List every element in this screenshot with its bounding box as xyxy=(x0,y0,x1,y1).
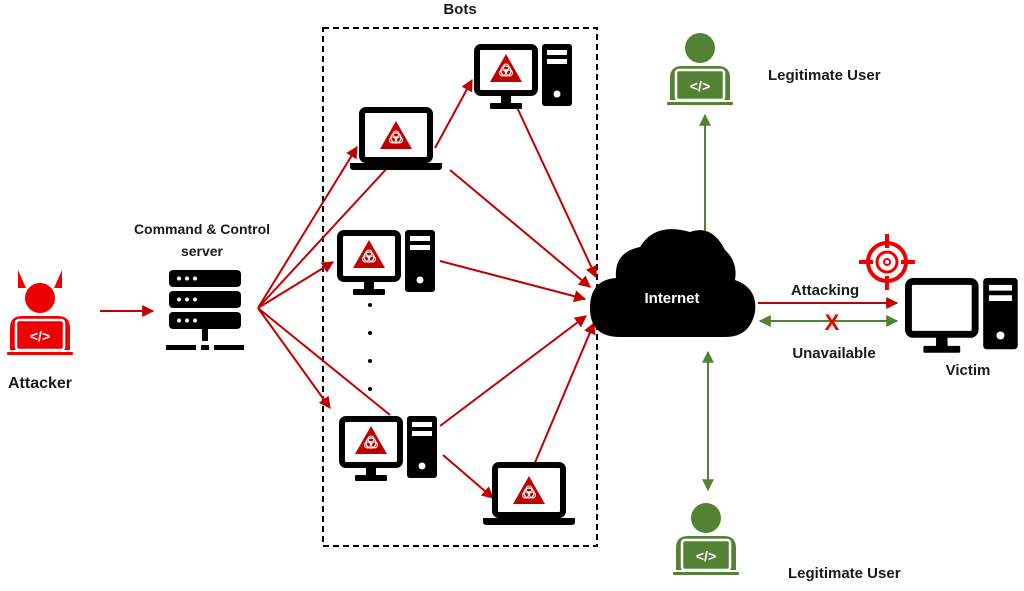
target-icon xyxy=(859,234,915,290)
blocked-x-icon: X xyxy=(825,310,840,335)
bot4-to-internet xyxy=(439,315,587,427)
bots-label: Bots xyxy=(443,1,476,18)
bot3-to-internet xyxy=(439,260,587,303)
attacking-label: Attacking xyxy=(791,282,859,299)
cnc-to-bot-desktop-mid xyxy=(257,261,335,309)
cnc-to-bot-desktop-low xyxy=(257,307,331,409)
attacker-label: Attacker xyxy=(8,375,72,392)
desktop-to-laptop-bottom xyxy=(442,454,494,499)
unavailable-label: Unavailable xyxy=(792,345,875,362)
more-bots-ellipsis xyxy=(368,303,372,391)
cnc-line-b xyxy=(257,307,391,416)
bot-desktop-1 xyxy=(477,44,572,109)
bot5-to-internet xyxy=(533,321,596,466)
legit-user-top-label: Legitimate User xyxy=(768,67,881,84)
cnc-label-line2: server xyxy=(181,243,224,259)
bot-laptop-1 xyxy=(350,110,442,170)
legit-links xyxy=(699,113,899,492)
cnc-label-line1: Command & Control xyxy=(134,221,270,237)
attack-links xyxy=(100,78,899,499)
bot-desktop-2 xyxy=(340,230,435,295)
bot1-to-internet xyxy=(514,102,597,279)
internet-label: Internet xyxy=(644,290,699,307)
bot2-to-internet xyxy=(449,169,591,288)
cloud-icon xyxy=(590,229,756,337)
hacker-devil-icon xyxy=(5,270,75,357)
victim-label: Victim xyxy=(946,362,991,379)
server-rack-icon xyxy=(166,270,244,350)
laptop-to-desktop-top xyxy=(434,78,473,149)
cnc-line-a xyxy=(257,164,391,309)
legit-user-top-icon xyxy=(665,31,735,107)
legit-user-bottom-icon xyxy=(671,501,741,577)
cnc-to-bot-laptop-top xyxy=(257,145,358,309)
bot-desktop-3 xyxy=(342,416,437,481)
legit-user-bottom-label: Legitimate User xyxy=(788,565,901,582)
bot-laptop-2 xyxy=(483,465,575,525)
victim-desktop-icon xyxy=(908,278,1017,353)
